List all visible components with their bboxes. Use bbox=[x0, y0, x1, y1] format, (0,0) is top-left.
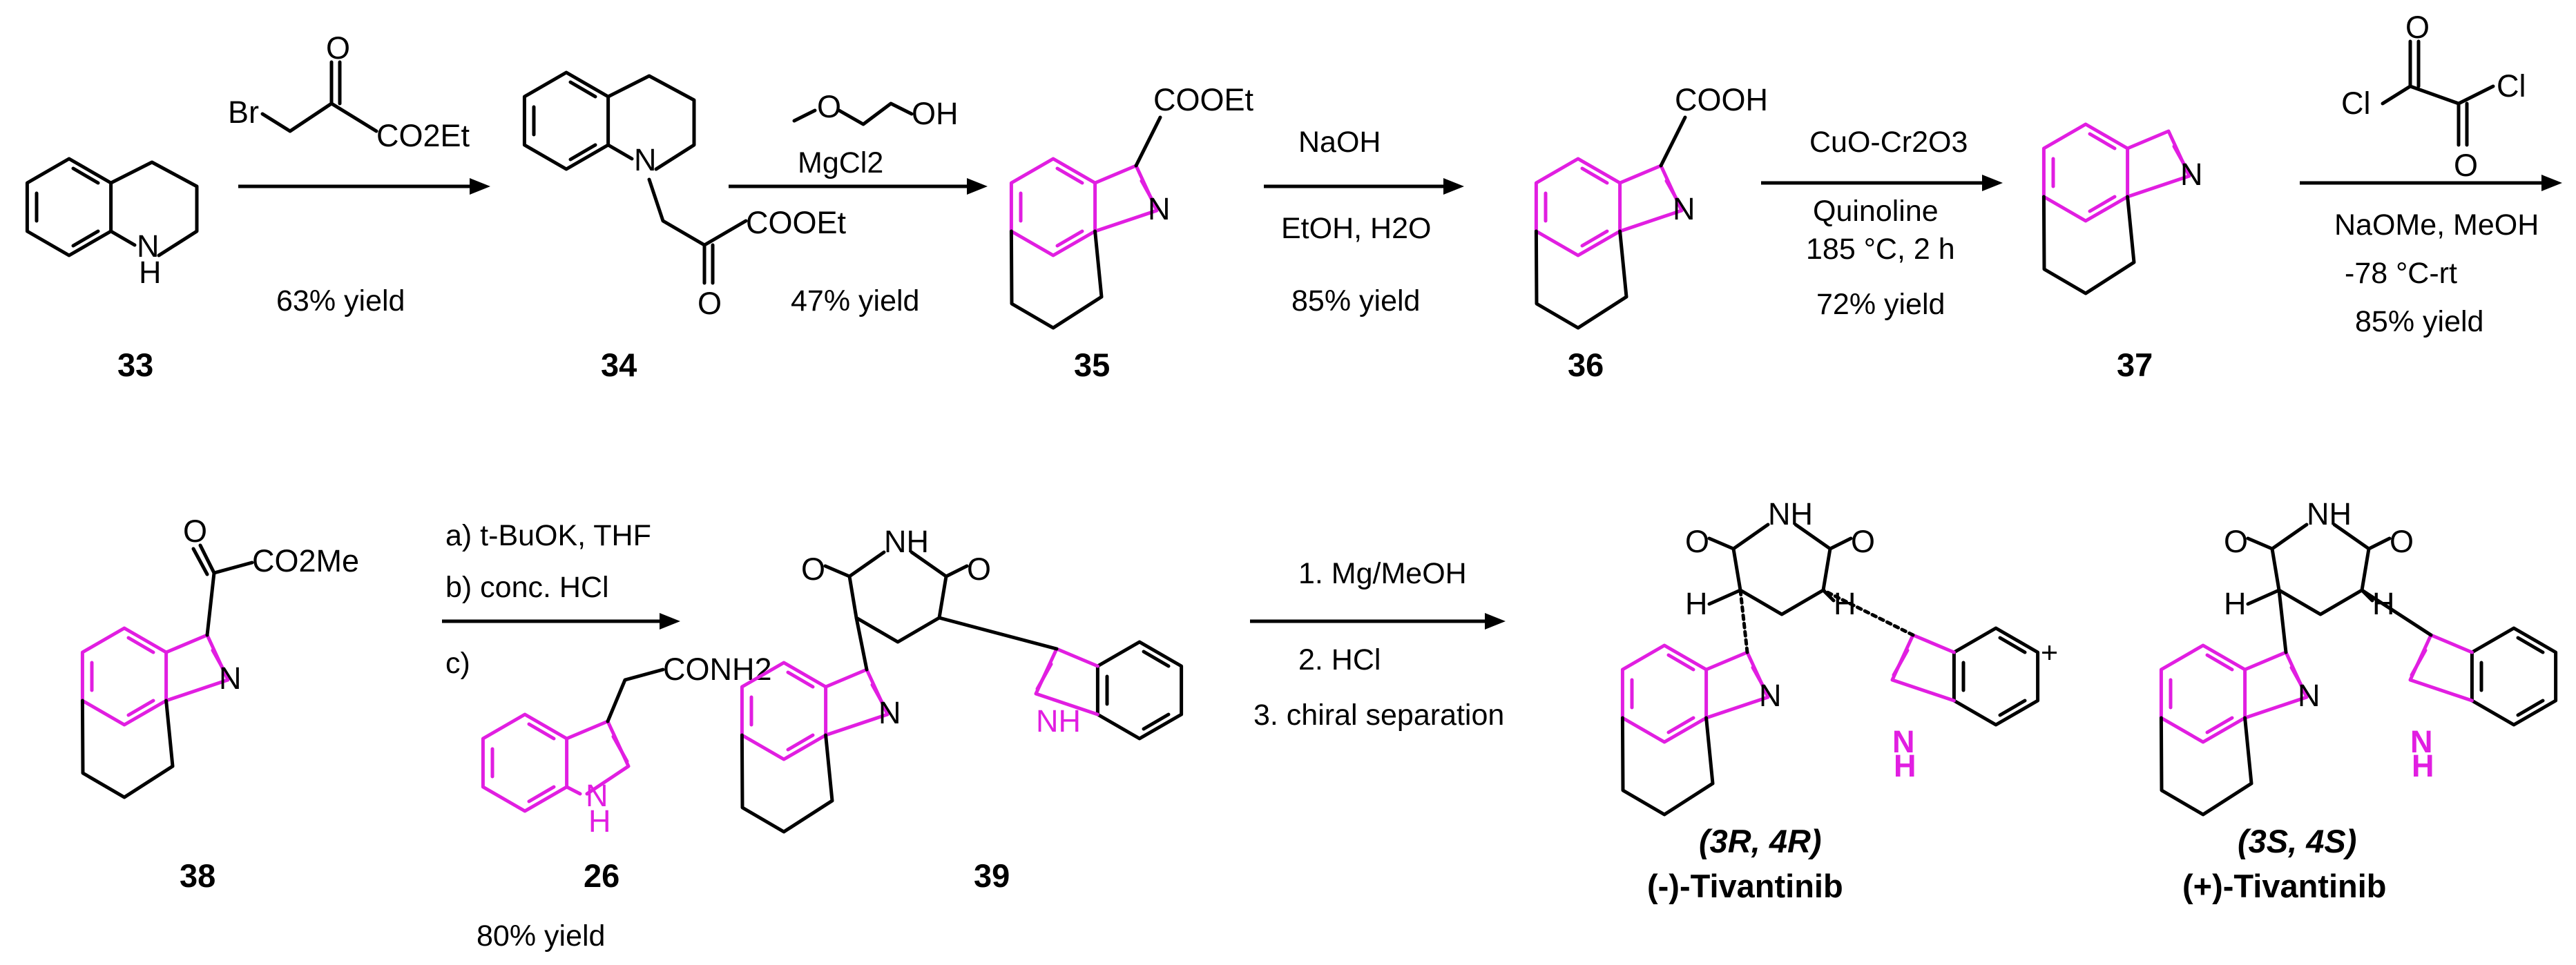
compound-26-label: 26 bbox=[584, 857, 619, 894]
compound-37-structure: N bbox=[2044, 124, 2203, 293]
compound-33-label: 33 bbox=[117, 347, 153, 383]
svg-text:CO2Me: CO2Me bbox=[252, 543, 359, 578]
step3-reagent: NaOH bbox=[1298, 126, 1381, 159]
svg-text:NH: NH bbox=[2307, 496, 2352, 532]
svg-text:O: O bbox=[967, 552, 991, 587]
step5-base: NaOMe, MeOH bbox=[2334, 208, 2539, 242]
svg-text:O: O bbox=[2390, 524, 2414, 559]
svg-text:N: N bbox=[586, 778, 608, 813]
svg-text:N: N bbox=[2180, 157, 2203, 192]
svg-text:O: O bbox=[817, 89, 841, 124]
tivantinib-s-stereo: (3S, 4S) bbox=[2238, 823, 2356, 859]
methoxyethanol-reagent: O OH bbox=[792, 89, 959, 131]
oxalyl-chloride-reagent: Cl O O Cl bbox=[2341, 10, 2526, 183]
step6-yield: 80% yield bbox=[477, 919, 605, 953]
svg-text:O: O bbox=[1685, 524, 1709, 559]
compound-35-label: 35 bbox=[1074, 347, 1110, 383]
compound-36-structure: N COOH bbox=[1536, 82, 1768, 328]
svg-text:COOH: COOH bbox=[1675, 82, 1768, 117]
step6-c: c) bbox=[445, 647, 470, 680]
step2-yield: 47% yield bbox=[791, 284, 919, 318]
step4-yield: 72% yield bbox=[1816, 288, 1945, 321]
svg-text:O: O bbox=[801, 552, 825, 587]
svg-text:H: H bbox=[2224, 586, 2247, 621]
tivantinib-r-name: (-)-Tivantinib bbox=[1647, 868, 1843, 904]
svg-text:H: H bbox=[1685, 586, 1708, 621]
compound-35-structure: N COOEt bbox=[1011, 82, 1254, 328]
tivantinib-3s4s-structure: NH O O H H N N H bbox=[2161, 496, 2555, 815]
step7-2: 2. HCl bbox=[1298, 643, 1381, 676]
svg-text:O: O bbox=[2405, 10, 2430, 45]
compound-39-label: 39 bbox=[974, 857, 1010, 894]
svg-text:NH: NH bbox=[1036, 703, 1081, 739]
step2-reagent: MgCl2 bbox=[798, 146, 883, 179]
compound-38-structure: N O CO2Me bbox=[82, 514, 359, 797]
svg-text:N: N bbox=[878, 695, 901, 730]
svg-text:N: N bbox=[1759, 678, 1782, 713]
step3-yield: 85% yield bbox=[1291, 284, 1420, 318]
svg-text:NH: NH bbox=[1768, 496, 1813, 532]
step7-3: 3. chiral separation bbox=[1253, 699, 1504, 732]
step3-solvent: EtOH, H2O bbox=[1281, 212, 1431, 245]
step7-1: 1. Mg/MeOH bbox=[1298, 557, 1467, 590]
compound-34-label: 34 bbox=[601, 347, 637, 383]
svg-text:O: O bbox=[2454, 148, 2478, 183]
svg-text:O: O bbox=[698, 286, 722, 321]
compound-26-structure: N H CONH2 bbox=[483, 652, 772, 839]
co2et-group: CO2Et bbox=[376, 118, 470, 153]
compound-34-structure: N O COOEt bbox=[524, 72, 847, 321]
compound-37-label: 37 bbox=[2117, 347, 2153, 383]
svg-text:Br: Br bbox=[228, 95, 259, 130]
step6-b: b) conc. HCl bbox=[445, 571, 609, 604]
svg-text:O: O bbox=[326, 30, 350, 66]
svg-text:O: O bbox=[2224, 524, 2248, 559]
svg-text:O: O bbox=[1851, 524, 1875, 559]
svg-text:N: N bbox=[634, 142, 657, 177]
svg-text:O: O bbox=[183, 514, 207, 549]
h-atom-label: H bbox=[139, 255, 162, 290]
svg-text:CONH2: CONH2 bbox=[663, 652, 772, 687]
step1-yield: 63% yield bbox=[276, 284, 405, 318]
svg-text:N: N bbox=[219, 661, 242, 696]
svg-text:H: H bbox=[2412, 748, 2434, 783]
svg-text:NH: NH bbox=[884, 524, 929, 559]
tivantinib-3r4r-structure: NH O O H H N N H bbox=[1622, 496, 2037, 815]
svg-text:OH: OH bbox=[912, 96, 959, 131]
svg-text:H: H bbox=[588, 803, 611, 839]
compound-36-label: 36 bbox=[1568, 347, 1604, 383]
svg-text:COOEt: COOEt bbox=[1153, 82, 1254, 117]
tivantinib-r-stereo: (3R, 4R) bbox=[1699, 823, 1822, 859]
step5-yield: 85% yield bbox=[2355, 305, 2483, 338]
compound-39-structure: NH O O N NH bbox=[742, 524, 1181, 832]
nh-atom-label: N bbox=[137, 228, 160, 264]
step5-temp: -78 °C-rt bbox=[2345, 257, 2457, 290]
step4-solvent: Quinoline bbox=[1813, 195, 1939, 228]
svg-text:Cl: Cl bbox=[2341, 86, 2371, 121]
step4-temp: 185 °C, 2 h bbox=[1806, 233, 1955, 266]
svg-text:N: N bbox=[1148, 191, 1171, 226]
tivantinib-s-name: (+)-Tivantinib bbox=[2182, 868, 2387, 904]
step4-reagent: CuO-Cr2O3 bbox=[1809, 126, 1968, 159]
step6-a: a) t-BuOK, THF bbox=[445, 519, 651, 552]
svg-text:Cl: Cl bbox=[2497, 68, 2526, 104]
plus-sign: + bbox=[2041, 636, 2058, 670]
svg-text:COOEt: COOEt bbox=[746, 205, 847, 240]
svg-text:N: N bbox=[2298, 678, 2320, 713]
compound-38-label: 38 bbox=[180, 857, 215, 894]
compound-33-structure: N H bbox=[27, 159, 199, 290]
svg-text:N: N bbox=[1892, 724, 1915, 759]
svg-text:H: H bbox=[1894, 748, 1916, 783]
svg-text:N: N bbox=[2410, 724, 2433, 759]
svg-text:N: N bbox=[1673, 191, 1695, 226]
bromopyruvate-reagent: Br O CO2Et bbox=[228, 30, 470, 153]
